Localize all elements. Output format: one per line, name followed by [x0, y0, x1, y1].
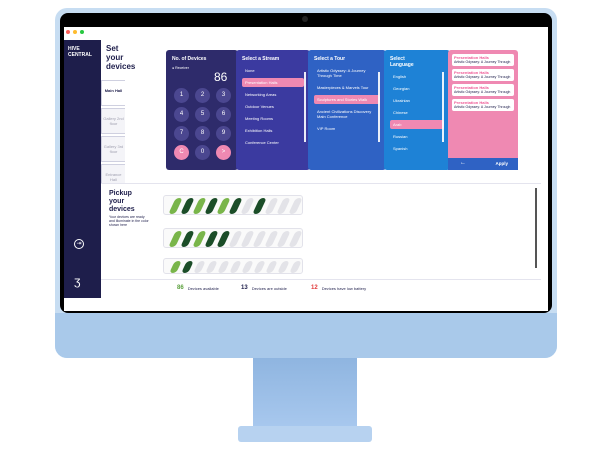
devices-panel-title: No. of Devices: [172, 56, 207, 62]
key-5[interactable]: 5: [195, 107, 210, 122]
hearing-icon[interactable]: ʒ: [74, 274, 81, 288]
device-slot: [289, 261, 302, 273]
devices-panel: No. of Devices ● Receiver 86 1 2 3 4 5 6…: [166, 50, 238, 170]
device-slot: [217, 261, 230, 273]
tab-gallery-2nd[interactable]: Gallery 2nd floor: [101, 108, 125, 134]
device-stats-footer: 86 Devices available 13 Devices are outs…: [101, 279, 541, 297]
key-2[interactable]: 2: [195, 88, 210, 103]
tour-panel: Select a Tour Artistic Odyssey: A Journe…: [308, 50, 386, 170]
imac-base: [238, 426, 372, 442]
language-option-selected[interactable]: Arab: [390, 120, 444, 129]
device-slot: [288, 231, 303, 247]
set-devices-title: Set your devices: [106, 44, 136, 71]
camera-icon: [302, 16, 308, 22]
language-option[interactable]: Georgian: [393, 86, 410, 91]
tab-main-hall[interactable]: Main Hall: [101, 80, 125, 106]
apply-bar: ← Apply: [448, 158, 518, 170]
key-4[interactable]: 4: [174, 107, 189, 122]
available-count: 86: [177, 285, 184, 291]
summary-item: Presentation Halls Artistic Odyssey: A J…: [452, 69, 514, 81]
key-0[interactable]: 0: [195, 145, 210, 160]
stream-panel-title: Select a Stream: [242, 56, 280, 62]
tour-scrollbar[interactable]: [378, 72, 380, 142]
device-slot: [241, 261, 254, 273]
tour-panel-title: Select a Tour: [314, 56, 346, 62]
summary-panel: Presentation Halls Artistic Odyssey: A J…: [448, 50, 518, 170]
close-window-button[interactable]: [66, 30, 70, 34]
side-rail: [64, 40, 101, 298]
summary-item: Presentation Halls Artistic Odyssey: A J…: [452, 54, 514, 66]
key-9[interactable]: 9: [216, 126, 231, 141]
tour-option[interactable]: VIP Room: [317, 126, 336, 131]
summary-item: Presentation Halls Artistic Odyssey: A J…: [452, 99, 514, 111]
outside-stat: 13 Devices are outside: [241, 285, 287, 291]
device-rack: [163, 258, 303, 274]
key-7[interactable]: 7: [174, 126, 189, 141]
tour-option-selected[interactable]: Sculptures and Stories Walk: [314, 95, 380, 104]
stream-scrollbar[interactable]: [304, 72, 306, 142]
exit-icon[interactable]: ⇥: [74, 239, 84, 249]
tour-option[interactable]: Masterpieces & Marvels Tour: [317, 85, 369, 90]
language-option[interactable]: English: [393, 74, 407, 79]
imac-stand: [253, 358, 357, 428]
device-slot: [205, 261, 218, 273]
device-slot: [169, 261, 182, 273]
imac-chin: [55, 313, 557, 358]
receiver-label: ● Receiver: [172, 66, 189, 70]
key-3[interactable]: 3: [216, 88, 231, 103]
outside-count: 13: [241, 285, 248, 291]
language-panel-title: Select Language: [390, 56, 414, 68]
device-slot: [181, 261, 194, 273]
stream-option[interactable]: Conference Center: [245, 140, 279, 145]
outside-label: Devices are outside: [251, 285, 287, 291]
brand-logo: HIVE CENTRAL: [68, 46, 92, 58]
device-count-input[interactable]: 86: [214, 70, 228, 84]
stream-option[interactable]: Exhibition Halls: [245, 128, 273, 133]
apply-button[interactable]: Apply: [495, 161, 508, 166]
pickup-scrollbar[interactable]: [535, 188, 537, 268]
device-slot: [253, 261, 266, 273]
stream-panel: Select a Stream None Presentation Halls …: [236, 50, 310, 170]
tour-option[interactable]: Artistic Odyssey: A Journey Through Time: [317, 68, 366, 78]
pickup-title: Pickup your devices: [109, 190, 135, 213]
clear-key[interactable]: C: [174, 145, 189, 160]
language-option[interactable]: Ukrainian: [393, 98, 410, 103]
zoom-window-button[interactable]: [80, 30, 84, 34]
language-option[interactable]: Spanish: [393, 146, 408, 151]
key-6[interactable]: 6: [216, 107, 231, 122]
keypad: 1 2 3 4 5 6 7 8 9 C 0 >: [174, 88, 231, 160]
device-slot: [193, 261, 206, 273]
tab-gallery-3rd[interactable]: Gallery 3rd floor: [101, 136, 125, 162]
low-battery-stat: 12 Devices have low battery: [311, 285, 366, 291]
language-option[interactable]: Russian: [393, 134, 408, 139]
language-scrollbar[interactable]: [442, 72, 444, 142]
stream-option[interactable]: None: [245, 68, 255, 73]
device-slot: [288, 198, 303, 214]
device-rack: [163, 228, 303, 248]
stream-option[interactable]: Outdoor Venues: [245, 104, 274, 109]
minimize-window-button[interactable]: [73, 30, 77, 34]
window-controls: [66, 30, 84, 34]
available-stat: 86 Devices available: [177, 285, 219, 291]
tour-option[interactable]: Ancient Civilizations Discovery Main Con…: [317, 109, 372, 119]
device-rack: [163, 195, 303, 215]
next-key[interactable]: >: [216, 145, 231, 160]
stream-option-selected[interactable]: Presentation Halls: [242, 78, 304, 87]
low-battery-label: Devices have low battery: [321, 285, 367, 291]
stream-option[interactable]: Networking Areas: [245, 92, 277, 97]
stream-option[interactable]: Meeting Rooms: [245, 116, 274, 121]
language-option[interactable]: Chinese: [393, 110, 408, 115]
language-panel: Select Language English Georgian Ukraini…: [384, 50, 450, 170]
key-1[interactable]: 1: [174, 88, 189, 103]
summary-item: Presentation Halls Artistic Odyssey: A J…: [452, 84, 514, 96]
low-battery-count: 12: [311, 285, 318, 291]
device-slot: [277, 261, 290, 273]
device-slot: [229, 261, 242, 273]
available-label: Devices available: [187, 285, 219, 291]
pickup-description: Your devices are ready and illuminate in…: [109, 215, 149, 227]
key-8[interactable]: 8: [195, 126, 210, 141]
device-slot: [265, 261, 278, 273]
arrow-left-icon[interactable]: ←: [460, 160, 466, 166]
